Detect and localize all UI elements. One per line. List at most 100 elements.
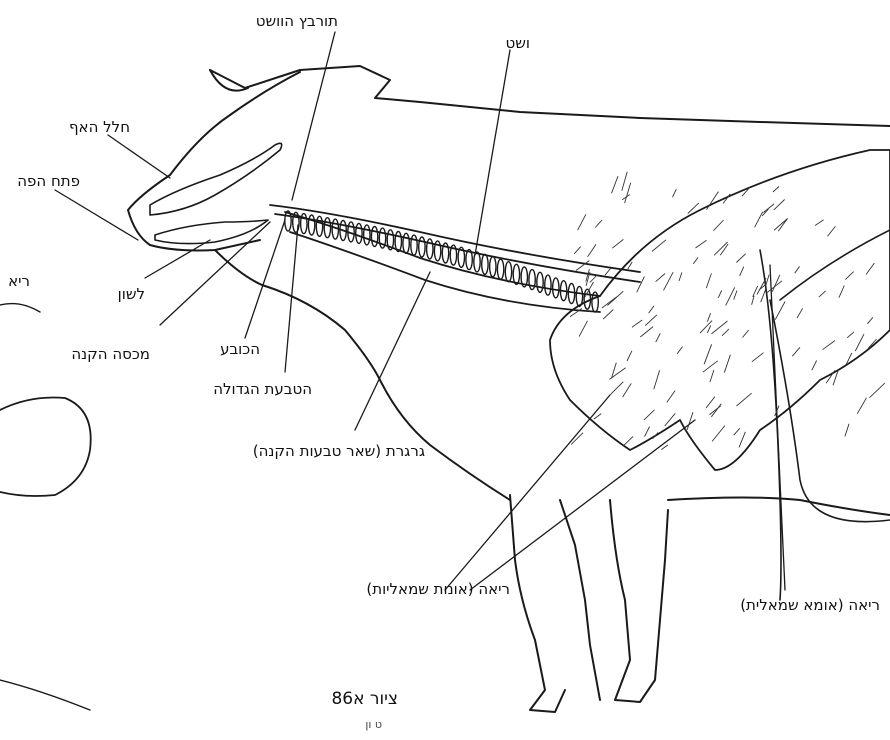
leader-nasal-cavity [108,135,170,178]
lung-hatch-stroke [612,176,619,193]
lung-hatch-stroke [739,432,745,448]
lung-hatch-stroke [827,226,835,236]
trachea-ring [285,211,291,231]
lung-hatch-stroke [736,254,745,263]
lung-hatch-stroke [594,414,601,420]
lung-hatch-stroke [673,189,677,197]
trachea-ring [364,225,370,245]
label-trachea: גרגרת (שאר טבעות הקנה) [253,442,425,460]
lung-hatch-stroke [623,436,633,446]
trachea-ring [427,239,433,259]
lung-hatch-stroke [734,291,737,300]
leader-esophagus-entrance [292,32,335,200]
trachea-ring [545,275,551,295]
trachea-rings [285,211,599,312]
lung-hatch-stroke [578,214,586,230]
lung-hatch-stroke [710,406,721,415]
figure-caption: ציור א86 [331,690,398,708]
leader-lobes-1 [445,395,610,590]
leader-mouth [55,190,138,240]
lung-hatch-stroke [795,266,800,273]
lung-hatch-stroke [603,310,613,320]
lung-hatch-stroke [774,200,785,210]
lung-hatch-stroke [609,382,624,397]
lung-hatch-stroke [755,212,763,228]
lung-hatch-stroke [687,412,693,430]
trachea-ring [419,237,425,257]
lung-hatch-stroke [718,291,722,298]
trachea-ring [497,259,503,279]
lung-hatch-stroke [722,329,729,336]
lung-hatch-stroke [762,209,768,216]
lung-hatch-stroke [656,274,666,282]
trachea-ring [482,254,488,274]
lung-hatch-stroke [693,257,698,263]
label-epiglottis: מכסה הקנה [71,345,150,363]
lung-hatch-stroke [632,320,642,327]
lung-hatch-stroke [652,240,666,252]
lung-hatch-stroke [625,183,631,203]
lung-hatch-stroke [726,287,735,305]
label-lung-lobes: ריאה (אונות שמאליות) [366,580,510,598]
leader-epiglottis [160,222,270,325]
trachea-ring [490,257,496,277]
lung-hatch-stroke [845,272,853,280]
lung-hatch-stroke [644,410,655,420]
lung-hatch-stroke [623,383,632,397]
trachea-ring [537,272,543,292]
lung-hatch-stroke [574,247,581,254]
label-lung-cut: ריא [8,272,30,290]
lung-hatch-stroke [710,370,714,382]
label-esophagus-entrance: תורבץ הוושט [256,12,338,30]
label-tongue: לשון [118,285,145,303]
lung-hatch-stroke [645,427,650,437]
lung-hatch-stroke [595,220,602,227]
lung-hatch-stroke [775,302,785,320]
left-lung-fragment [0,398,91,497]
lung-hatch-stroke [713,220,723,231]
label-mouth-opening: פתח הפה [17,172,80,190]
lung-hatch-stroke [867,317,873,324]
lung-hatch-stroke [734,428,740,435]
trachea-ring [301,214,307,234]
label-nasal-cavity: חלל האף [69,118,130,136]
label-large-ring: הטבעת הגדולה [213,380,312,398]
trachea-ring [371,227,377,247]
lung-hatch-stroke [753,286,758,297]
lung-hatch-stroke [640,327,653,337]
lung-hatch-stroke [712,426,725,442]
left-bottom-curve [0,680,90,710]
lung-hatch-stroke [724,355,730,373]
lung-hatch-stroke [707,325,710,333]
lung-hatch-stroke [706,273,711,288]
trachea-ring [403,233,409,253]
lung-hatch-stroke [743,330,749,338]
lung-hatch-stroke [737,393,752,406]
lung-hatch-stroke [667,391,675,403]
lung-hatch-stroke [797,308,803,318]
lung-hatch-stroke [637,277,645,293]
lung-outline [550,150,890,470]
lung-hatch-stroke [656,333,661,342]
cow-back-outline [210,66,890,126]
trachea-ring [505,262,511,282]
lung-hatching [570,172,885,450]
lung-hatch-stroke [839,286,844,298]
trachea-tube-bottom [290,232,600,312]
trachea-ring [356,223,362,243]
cow-belly [668,498,890,516]
lung-hatch-stroke [714,242,728,255]
lung-hatch-stroke [855,334,864,351]
lung-hatch-stroke [740,267,744,276]
lung-hatch-stroke [766,275,770,287]
trachea-ring [474,252,480,272]
lung-hatch-stroke [763,204,774,213]
lung-hatch-stroke [792,347,800,356]
lung-hatch-stroke [847,332,854,338]
lung-hatch-stroke [649,306,654,314]
trachea-ring [411,235,417,255]
leader-lobes-2 [470,420,695,590]
lung-hatch-stroke [704,344,712,364]
lung-hatch-stroke [707,313,710,322]
lung-hatch-stroke [661,445,668,450]
